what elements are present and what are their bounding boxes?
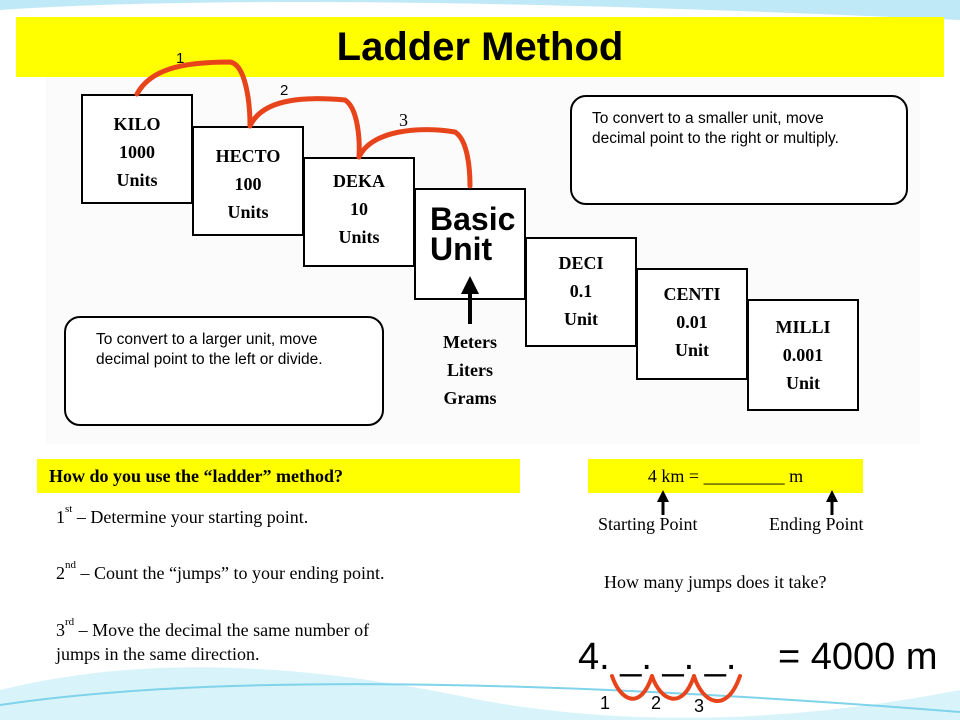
- larger-note-line1: To convert to a larger unit, move: [96, 331, 318, 348]
- ending-point-label: Ending Point: [769, 514, 864, 534]
- step-centi-unit: Unit: [674, 340, 709, 360]
- step-kilo-value: 1000: [119, 142, 155, 162]
- page-title: Ladder Method: [336, 25, 624, 69]
- step-3-continuation: jumps in the same direction.: [56, 644, 260, 664]
- example-problem: 4 km = _________ m: [647, 466, 804, 486]
- jump-arc-2: [247, 96, 362, 160]
- step-2-suffix: nd: [65, 559, 76, 571]
- larger-note-line2: decimal point to the left or divide.: [96, 351, 323, 368]
- unit-liters: Liters: [447, 360, 493, 380]
- step-deci-value: 0.1: [569, 281, 593, 301]
- answer-result: = 4000 m: [778, 636, 938, 678]
- answer-jump-number-3: 3: [694, 696, 705, 716]
- step-milli-unit: Unit: [785, 373, 820, 393]
- jump-label-2: 2: [280, 82, 289, 99]
- example-problem-bar: 4 km = _________ m: [588, 459, 863, 493]
- instruction-step-1: 1st – Determine your starting point.: [56, 503, 516, 529]
- basic-units-list: Meters Liters Grams: [420, 328, 520, 412]
- starting-point-label: Starting Point: [598, 514, 698, 534]
- step-hecto-unit: Units: [227, 202, 269, 222]
- answer-arc-3: [692, 674, 742, 703]
- step-basic-unit: Unit: [430, 231, 493, 267]
- step-3-ordinal: 3: [56, 620, 65, 640]
- step-2-ordinal: 2: [56, 563, 65, 583]
- question-heading: How do you use the “ladder” method?: [49, 466, 344, 486]
- step-2-text: – Count the “jumps” to your ending point…: [76, 563, 385, 583]
- step-milli-value: 0.001: [782, 345, 824, 365]
- step-centi-value: 0.01: [676, 312, 708, 332]
- step-3-text: – Move the decimal the same number of: [74, 620, 370, 640]
- step-1-text: – Determine your starting point.: [72, 507, 309, 527]
- jump-arc-3: [356, 127, 473, 189]
- jump-label-3: 3: [399, 110, 408, 130]
- step-kilo-unit: Units: [116, 170, 158, 190]
- question-heading-bar: How do you use the “ladder” method?: [37, 459, 520, 493]
- instruction-step-2: 2nd – Count the “jumps” to your ending p…: [56, 559, 516, 585]
- larger-unit-note: To convert to a larger unit, move decima…: [64, 316, 384, 426]
- jump-label-1: 1: [176, 50, 185, 67]
- step-centi: CENTI 0.01 Unit: [636, 268, 748, 380]
- step-deci-unit: Unit: [563, 309, 598, 329]
- step-deka: DEKA 10 Units: [303, 157, 415, 267]
- step-basic-name: Basic: [430, 201, 516, 237]
- step-centi-name: CENTI: [663, 284, 721, 304]
- step-milli: MILLI 0.001 Unit: [747, 299, 859, 411]
- step-deka-value: 10: [350, 199, 368, 219]
- instruction-step-3: 3rd – Move the decimal the same number o…: [56, 616, 516, 666]
- answer-jump-number-2: 2: [651, 693, 662, 713]
- jumps-question: How many jumps does it take?: [604, 572, 827, 592]
- jump-arc-1: [134, 59, 253, 129]
- step-deka-name: DEKA: [332, 171, 385, 191]
- smaller-note-line1: To convert to a smaller unit, move: [592, 110, 824, 127]
- step-hecto: HECTO 100 Units: [192, 126, 304, 236]
- smaller-unit-note: To convert to a smaller unit, move decim…: [570, 95, 908, 205]
- unit-meters: Meters: [443, 332, 497, 352]
- step-hecto-name: HECTO: [215, 146, 281, 166]
- step-1-suffix: st: [65, 503, 73, 515]
- step-3-suffix: rd: [65, 616, 75, 628]
- answer-jump-number-1: 1: [600, 693, 611, 713]
- unit-grams: Grams: [443, 388, 497, 408]
- answer-arc-1: [610, 674, 654, 701]
- step-milli-name: MILLI: [775, 317, 831, 337]
- step-deci-name: DECI: [558, 253, 604, 273]
- step-deci: DECI 0.1 Unit: [525, 237, 637, 347]
- step-1-ordinal: 1: [56, 507, 65, 527]
- answer-decimal-jumps: 4. _. _. _.: [578, 636, 737, 678]
- smaller-note-line2: decimal point to the right or multiply.: [592, 130, 839, 147]
- step-kilo: KILO 1000 Units: [81, 94, 193, 204]
- answer-arc-2: [650, 674, 696, 701]
- step-kilo-name: KILO: [113, 114, 161, 134]
- step-deka-unit: Units: [338, 227, 380, 247]
- step-hecto-value: 100: [234, 174, 262, 194]
